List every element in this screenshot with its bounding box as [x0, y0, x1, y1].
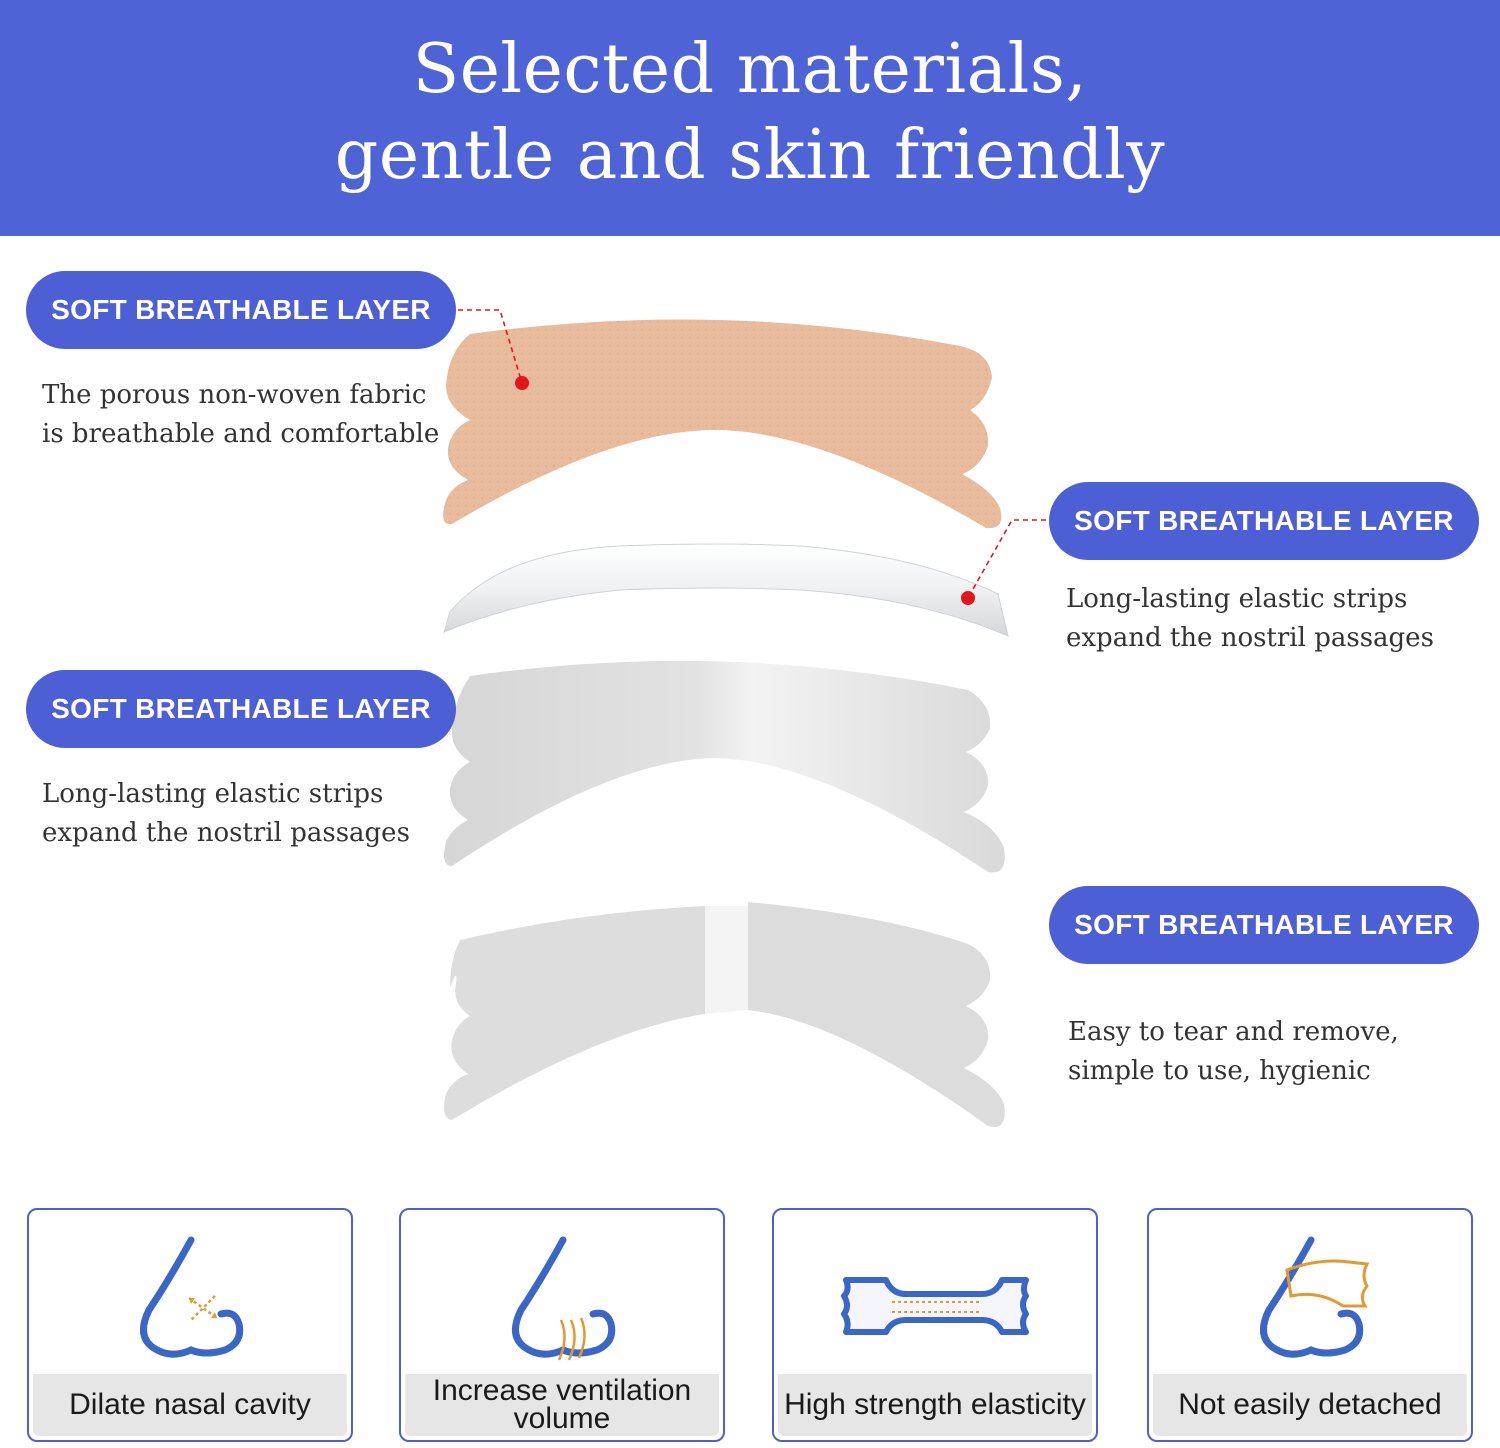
header-title-line-2: gentle and skin friendly: [334, 116, 1166, 195]
marker-dot-1: [515, 376, 529, 390]
layer-desc-4-line-1: Easy to tear and remove,: [1068, 1017, 1399, 1047]
layer-label-2: SOFT BREATHABLE LAYER: [1049, 482, 1479, 560]
release-liner-left-shape: [444, 906, 705, 1120]
leader-line-1: [458, 309, 523, 384]
nose-dilate-icon: [140, 1236, 244, 1358]
elastic-strip-shape: [443, 543, 1009, 637]
layer-desc-3-line-2: expand the nostril passages: [42, 818, 410, 848]
layer-desc-2-line-1: Long-lasting elastic strips: [1066, 584, 1408, 614]
elastic-strip-icon: [841, 1277, 1029, 1335]
clear-base-layer-shape: [444, 660, 1005, 873]
header-banner: Selected materials, gentle and skin frie…: [0, 0, 1500, 236]
release-liner-center-shape: [705, 906, 748, 1014]
leader-line-2: [967, 519, 1046, 599]
feature-label-ventilation: Increase ventilation volume: [405, 1374, 719, 1436]
feature-card-elasticity: High strength elasticity: [772, 1208, 1098, 1442]
layer-desc-4-line-2: simple to use, hygienic: [1068, 1056, 1371, 1086]
header-title-line-1: Selected materials,: [412, 30, 1088, 109]
feature-card-dilate: Dilate nasal cavity: [27, 1208, 353, 1442]
layer-desc-1-line-1: The porous non-woven fabric: [42, 380, 427, 410]
feature-label-detached: Not easily detached: [1153, 1374, 1467, 1436]
feature-card-ventilation: Increase ventilation volume: [399, 1208, 725, 1442]
layer-label-1: SOFT BREATHABLE LAYER: [26, 271, 456, 349]
layers-illustration: [443, 309, 1046, 1128]
layer-label-3: SOFT BREATHABLE LAYER: [26, 670, 456, 748]
release-liner-right-shape: [748, 902, 1005, 1128]
layer-desc-3: Long-lasting elastic strips expand the n…: [42, 775, 410, 853]
nose-strip-icon: [1260, 1236, 1370, 1358]
layer-desc-1-line-2: is breathable and comfortable: [42, 419, 440, 449]
layer-desc-4: Easy to tear and remove, simple to use, …: [1068, 1013, 1399, 1091]
fabric-layer-shape: [443, 319, 1002, 529]
marker-dot-2: [961, 591, 975, 605]
layer-desc-2-line-2: expand the nostril passages: [1066, 623, 1434, 653]
layer-desc-1: The porous non-woven fabric is breathabl…: [42, 376, 439, 454]
feature-label-dilate: Dilate nasal cavity: [33, 1374, 347, 1436]
nose-airflow-icon: [512, 1236, 616, 1361]
feature-label-elasticity: High strength elasticity: [778, 1374, 1092, 1436]
layer-desc-3-line-1: Long-lasting elastic strips: [42, 779, 384, 809]
layer-label-4: SOFT BREATHABLE LAYER: [1049, 886, 1479, 964]
feature-card-detached: Not easily detached: [1147, 1208, 1473, 1442]
layer-desc-2: Long-lasting elastic strips expand the n…: [1066, 580, 1434, 658]
